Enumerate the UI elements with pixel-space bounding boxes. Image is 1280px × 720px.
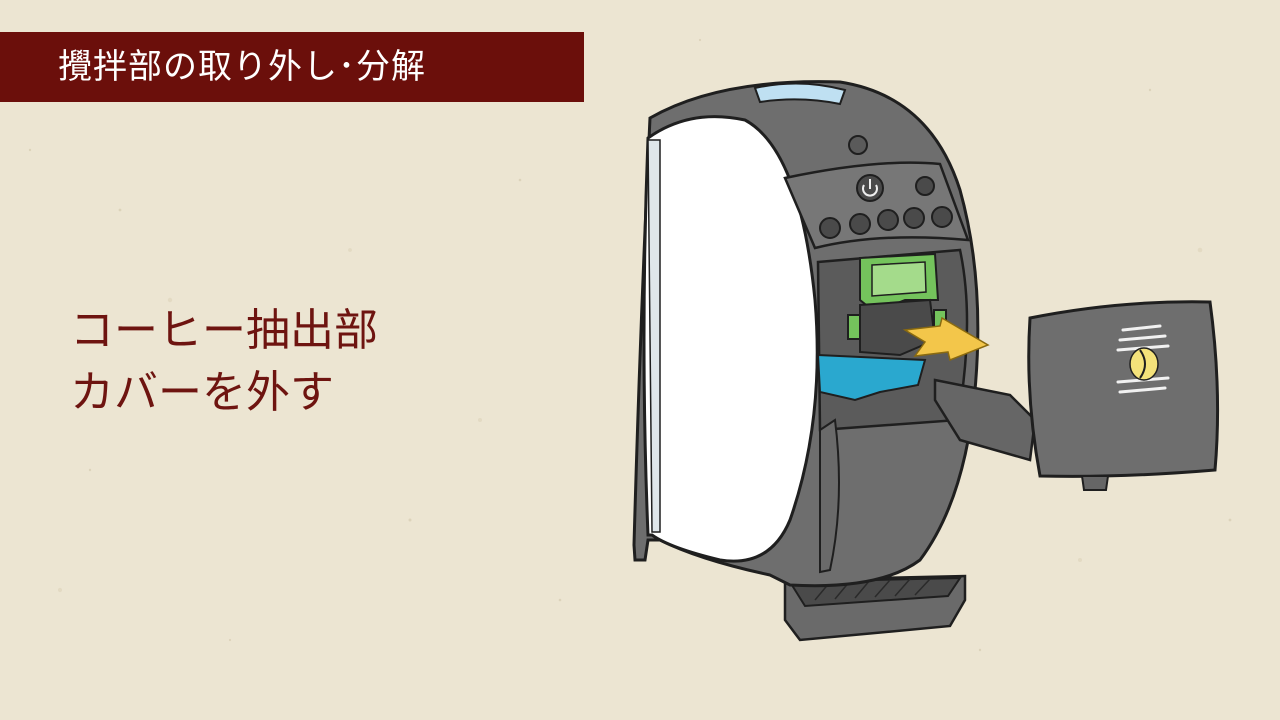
step-caption: コーヒー抽出部 カバーを外す (70, 300, 378, 424)
page-title: 攪拌部の取り外し･分解 (58, 47, 426, 87)
cup-icon (849, 207, 925, 235)
title-bar: 攪拌部の取り外し･分解 (0, 32, 584, 102)
removed-cover (1027, 300, 1220, 478)
steam-icon (915, 176, 935, 196)
caption-line-1: コーヒー抽出部 (70, 305, 378, 356)
settings-icon (931, 206, 953, 228)
cover-arm (933, 378, 1037, 462)
coffee-bean-logo-icon (1116, 324, 1170, 394)
control-panel (783, 161, 970, 250)
water-tank-window (753, 82, 847, 106)
coffee-machine-illustration (632, 80, 1220, 642)
power-icon (856, 174, 884, 202)
caption-line-2: カバーを外す (70, 367, 334, 418)
blue-drip-part (816, 353, 927, 402)
milk-icon (819, 217, 841, 239)
machine-front-panel (642, 115, 819, 563)
removal-arrow (902, 316, 990, 362)
